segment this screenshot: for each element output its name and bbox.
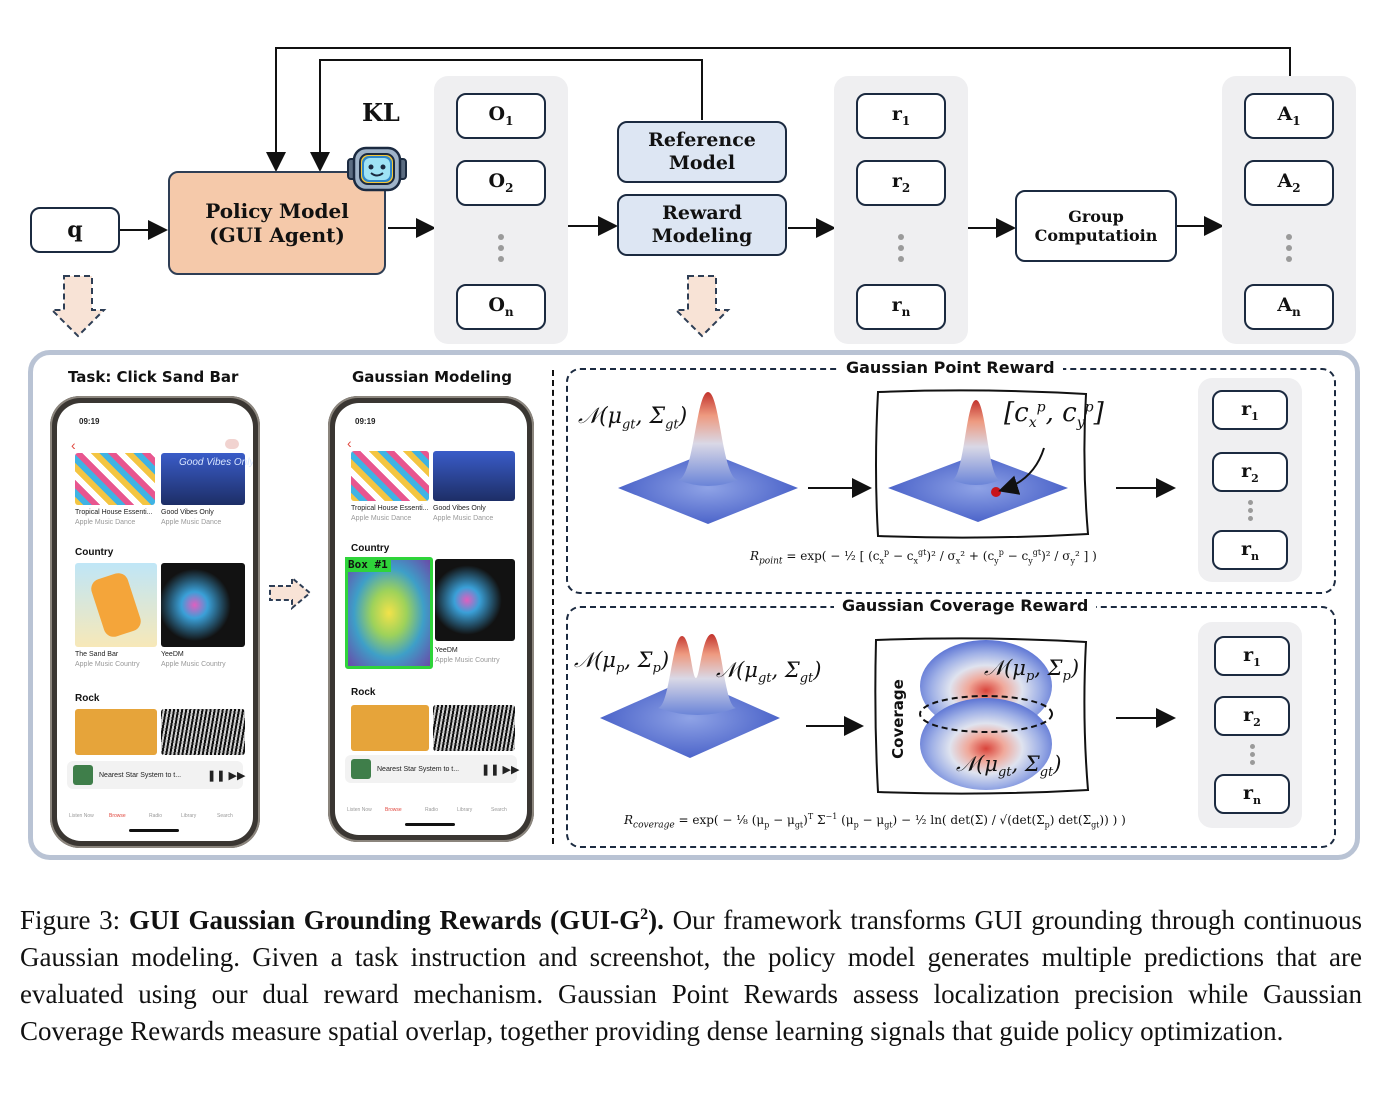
- reference-model-box: Reference Model: [617, 121, 787, 183]
- coverage-pred-distribution-label: 𝒩(μp, Σp): [574, 648, 670, 677]
- kl-label: KL: [362, 98, 400, 127]
- point-gt-distribution-label: 𝒩(μgt, Σgt): [578, 404, 688, 433]
- group-computation-box: Group Computatioin: [1015, 190, 1177, 262]
- coverage-reward-box-2: r2: [1214, 696, 1290, 736]
- reward-box-1: r1: [856, 93, 946, 139]
- bottom-panel: [28, 350, 1360, 860]
- box-label: Box #1: [345, 557, 391, 572]
- policy-model-box: Policy Model (GUI Agent): [168, 171, 386, 275]
- query-label: q: [67, 216, 83, 243]
- panel-divider: [552, 370, 554, 844]
- reward-modeling-box: Reward Modeling: [617, 194, 787, 256]
- point-reward-box-2: r2: [1212, 452, 1288, 492]
- advantage-box-2: A2: [1244, 160, 1334, 206]
- advantages-ellipsis: [1285, 234, 1293, 262]
- point-rewards-ellipsis: [1246, 500, 1254, 521]
- coverage-reward-graphics: [600, 634, 1176, 795]
- figure-label: Figure 3:: [20, 905, 121, 935]
- gaussian-modeling-title: Gaussian Modeling: [352, 368, 512, 386]
- coverage-box-pred-label: 𝒩(μp, Σp): [984, 656, 1080, 685]
- advantage-box-1: A1: [1244, 93, 1334, 139]
- coverage-reward-formula: Rcoverage = exp( − ⅛ (μp − μgt)T Σ−1 (μp…: [624, 812, 1126, 831]
- coverage-gt-distribution-label: 𝒩(μgt, Σgt): [716, 658, 822, 687]
- coverage-reward-title: Gaussian Coverage Reward: [834, 596, 1097, 615]
- point-reward-box-1: r1: [1212, 390, 1288, 430]
- caption-text: Our framework transforms GUI grounding t…: [20, 905, 1363, 1046]
- phone-screenshot-gaussian: 09:19 ‹ Tropical House Essenti... Apple …: [328, 396, 534, 842]
- rewards-ellipsis: [897, 234, 905, 262]
- figure-caption: Figure 3: GUI Gaussian Grounding Rewards…: [20, 905, 1363, 1046]
- predicted-point-label: [cxp, cyp]: [1004, 398, 1104, 432]
- advantage-box-n: An: [1244, 284, 1334, 330]
- task-title: Task: Click Sand Bar: [68, 368, 239, 386]
- top-connectors: [49, 47, 1291, 338]
- coverage-reward-box-1: r1: [1214, 636, 1290, 676]
- point-reward-title: Gaussian Point Reward: [838, 358, 1063, 377]
- coverage-reward-box-n: rn: [1214, 774, 1290, 814]
- caption-title: GUI Gaussian Grounding Rewards (GUI-G: [128, 905, 641, 935]
- output-box-n: On: [456, 284, 546, 330]
- outputs-ellipsis: [497, 234, 505, 262]
- phone-transform-arrow: [269, 576, 312, 610]
- coverage-box-gt-label: 𝒩(μgt, Σgt): [956, 752, 1062, 781]
- policy-line2: (GUI Agent): [209, 223, 345, 247]
- output-box-1: O1: [456, 93, 546, 139]
- point-reward-graphics: [618, 389, 1176, 539]
- point-reward-box-n: rn: [1212, 530, 1288, 570]
- coverage-rewards-ellipsis: [1248, 744, 1256, 765]
- reward-box-n: rn: [856, 284, 946, 330]
- query-box: q: [30, 207, 120, 253]
- policy-line1: Policy Model: [205, 199, 349, 223]
- gaussian-heatmap-box: [345, 557, 433, 669]
- robot-icon: [347, 146, 407, 192]
- phone-screenshot-original: 09:19 ‹ Good Vibes Only Tropical House E…: [50, 396, 260, 848]
- reward-box-2: r2: [856, 160, 946, 206]
- coverage-label: Coverage: [888, 679, 907, 759]
- output-box-2: O2: [456, 160, 546, 206]
- point-reward-formula: Rpoint = exp( − ½ [ (cxp − cxgt)² / σx² …: [750, 548, 1097, 567]
